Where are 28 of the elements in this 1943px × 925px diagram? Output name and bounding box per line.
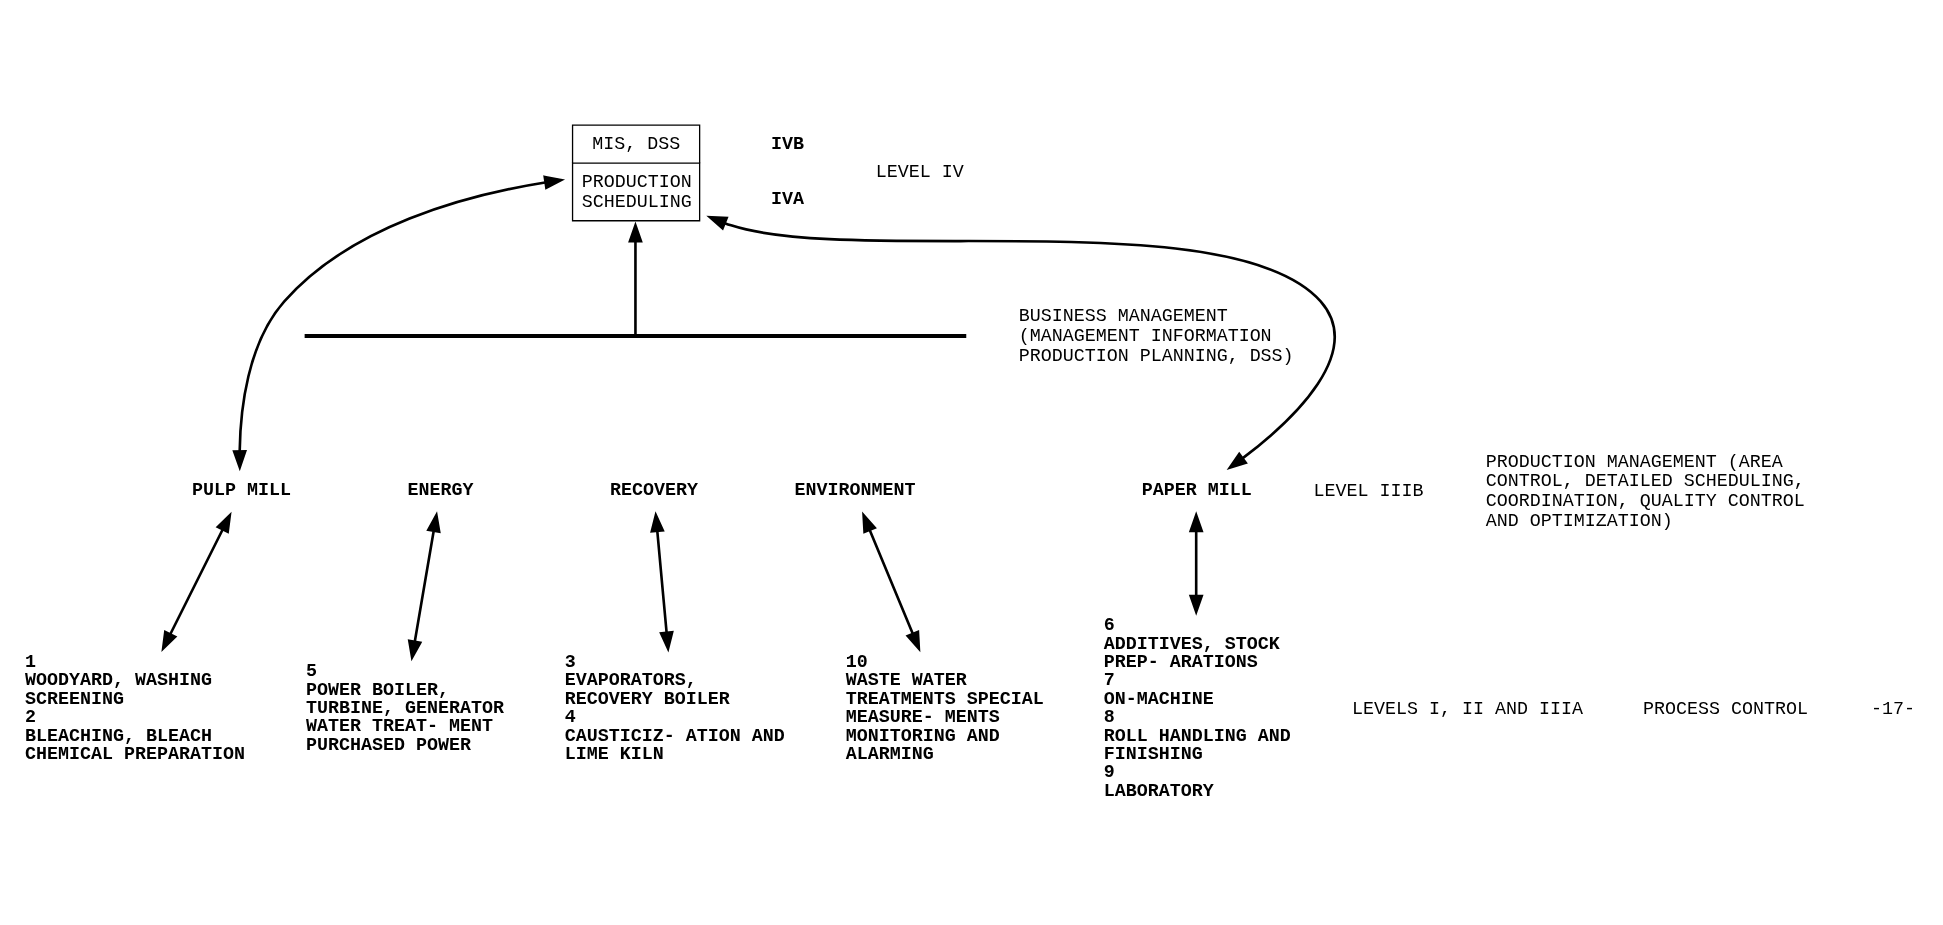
node-text: 6 ADDITIVES, STOCK PREP- ARATIONS 7 ON-MACHINE 8 ROLL HANDLING AND FINISHING 9 LABORATORY — [1103, 615, 1291, 802]
node-text: 5 POWER BOILER, TURBINE, GENERATOR WATER TREAT- MENT PURCHASED POWER — [305, 661, 504, 756]
label: PROCESS CONTROL — [1642, 698, 1808, 720]
node-text: ENERGY — [407, 479, 474, 501]
node-text: 10 WASTE WATER TREATMENTS SPECIAL MEASURE- MENTS MONITORING AND ALARMING — [845, 652, 1044, 765]
node-text: 1 WOODYARD, WASHING SCREENING 2 BLEACHING, BLEACH CHEMICAL PREPARATION — [24, 652, 245, 765]
node-text: PULP MILL — [191, 479, 291, 501]
node-text: RECOVERY — [609, 479, 698, 501]
node-text: PAPER MILL — [1141, 479, 1252, 501]
node-text: 3 EVAPORATORS, RECOVERY BOILER 4 CAUSTICIZ- ATION AND LIME KILN — [564, 652, 785, 765]
arrow — [161, 511, 232, 653]
arrow — [1188, 511, 1204, 616]
node-label: IVA — [771, 189, 805, 211]
arrow — [706, 215, 1336, 471]
node-label: IVB — [771, 133, 805, 155]
node-bar — [304, 334, 967, 339]
node-text: ENVIRONMENT — [794, 479, 916, 501]
label: BUSINESS MANAGEMENT (MANAGEMENT INFORMATION PRODUCTION PLANNING, DSS) — [1018, 306, 1294, 367]
label: -17- — [1870, 698, 1915, 720]
arrow — [407, 511, 441, 662]
label: PRODUCTION MANAGEMENT (AREA CONTROL, DETAILED SCHEDULING, COORDINATION, QUALITY CONTROL AND OPTIMIZATION) — [1485, 451, 1805, 532]
arrow — [628, 221, 643, 335]
arrow — [232, 175, 566, 472]
arrow — [650, 511, 674, 653]
label: LEVEL IV — [875, 162, 964, 184]
label: LEVEL IIIB — [1313, 481, 1424, 503]
arrow — [862, 511, 921, 653]
label: LEVELS I, II AND IIIA — [1352, 698, 1584, 720]
